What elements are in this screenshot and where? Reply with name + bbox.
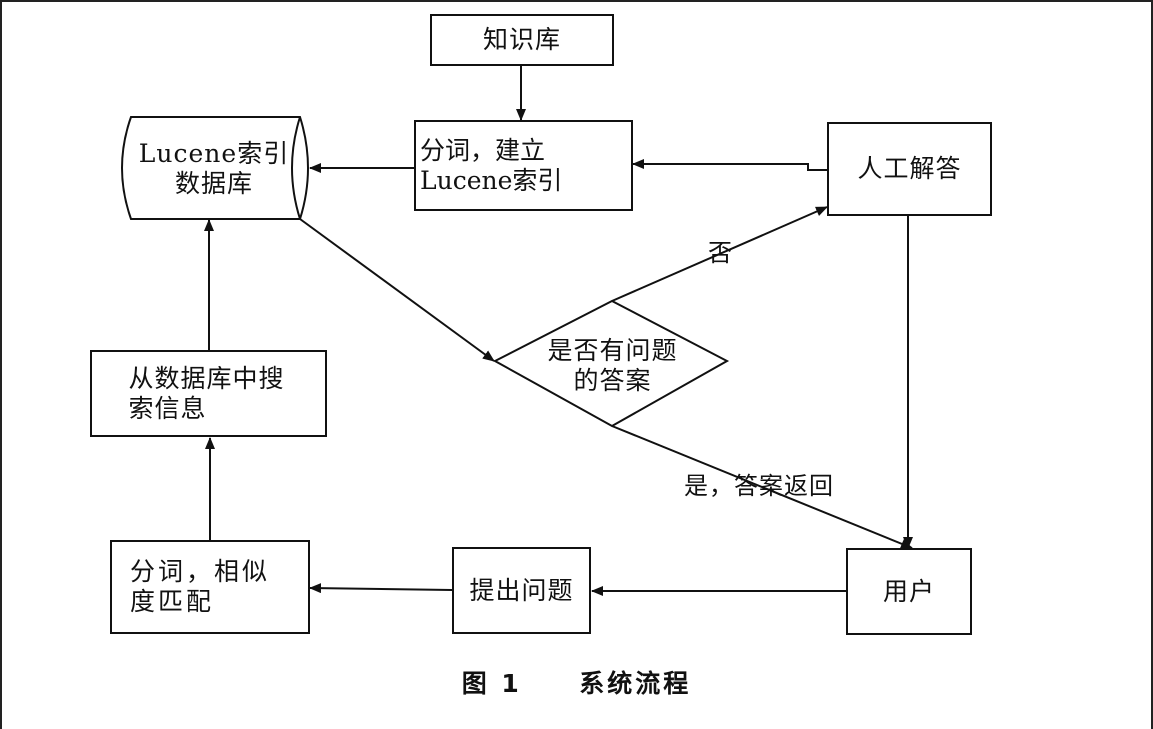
node-tokenize-index-label: 分词，建立Lucene索引: [420, 135, 563, 195]
node-manual-answer: 人工解答: [827, 122, 992, 216]
node-knowledge-base-label: 知识库: [482, 25, 561, 54]
node-decision: 是否有问题的答案: [535, 336, 690, 396]
node-search-db-label: 从数据库中搜索信息: [128, 363, 285, 423]
node-ask-question-label: 提出问题: [469, 575, 574, 605]
node-search-db: 从数据库中搜索信息: [90, 350, 327, 437]
node-user-label: 用户: [882, 576, 935, 606]
label-no: 否: [708, 239, 732, 267]
node-tokenize-match-label: 分词，相似度匹配: [130, 557, 271, 616]
node-ask-question: 提出问题: [452, 547, 591, 634]
frame-right-border: [1151, 0, 1153, 729]
node-user: 用户: [846, 548, 972, 635]
node-knowledge-base: 知识库: [430, 14, 614, 66]
node-lucene-db: Lucene索引数据库: [128, 130, 300, 208]
frame-left-border: [0, 0, 2, 729]
figure-caption: 图 1 系统流程: [0, 664, 1153, 700]
figure-number: 图 1: [461, 669, 522, 698]
node-tokenize-index: 分词，建立Lucene索引: [414, 120, 633, 211]
figure-title: 系统流程: [579, 669, 692, 698]
frame-top-border: [0, 0, 1153, 2]
label-yes-return: 是，答案返回: [684, 472, 834, 500]
arrow-decision-yes: [611, 425, 913, 549]
arrow-ask-to-match: [309, 583, 453, 594]
node-lucene-db-label: Lucene索引数据库: [138, 139, 290, 198]
arrow-manual-to-index: [632, 159, 827, 171]
node-decision-label: 是否有问题的答案: [547, 336, 678, 395]
node-tokenize-match: 分词，相似度匹配: [110, 540, 310, 634]
arrow-db-to-decision: [299, 218, 495, 362]
node-manual-answer-label: 人工解答: [857, 154, 962, 183]
lucene-db-cylinder-edge: [291, 116, 301, 220]
arrow-decision-no: [611, 206, 828, 302]
